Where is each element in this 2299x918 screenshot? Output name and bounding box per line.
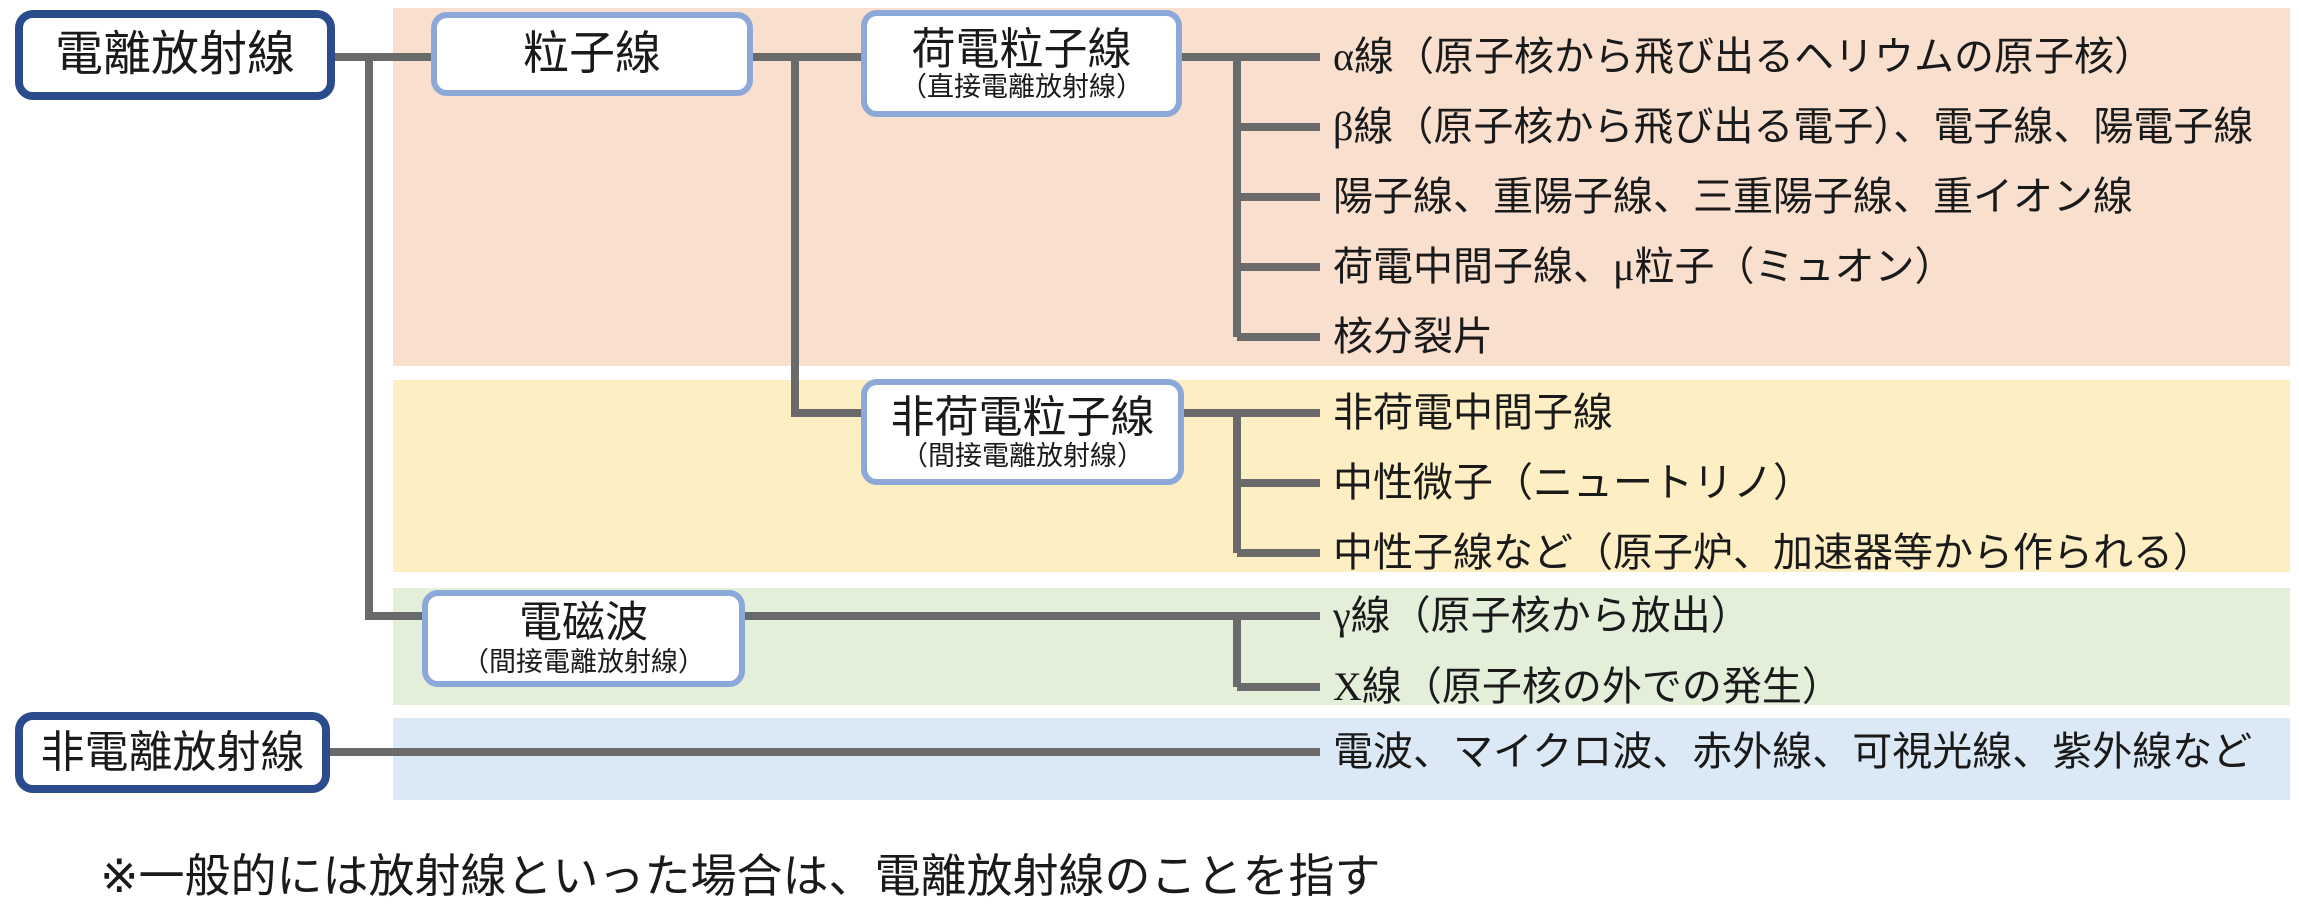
node-charged-particle-rays-sublabel: （直接電離放射線） bbox=[900, 72, 1143, 103]
node-electromagnetic-waves-label: 電磁波 bbox=[519, 600, 648, 648]
node-ionizing-radiation-label: 電離放射線 bbox=[54, 28, 295, 82]
node-uncharged-particle-rays: 非荷電粒子線 （間接電離放射線） bbox=[861, 379, 1184, 485]
node-charged-particle-rays: 荷電粒子線 （直接電離放射線） bbox=[861, 10, 1182, 117]
node-charged-particle-rays-label: 荷電粒子線 bbox=[911, 24, 1132, 74]
band-uncharged-particle-rays bbox=[393, 380, 2290, 572]
leaf-gamma-rays: γ線（原子核から放出） bbox=[1333, 593, 1751, 638]
leaf-x-rays: X線（原子核の外での発生） bbox=[1333, 664, 1842, 709]
leaf-radio-waves: 電波、マイクロ波、赤外線、可視光線、紫外線など bbox=[1333, 729, 2253, 774]
leaf-uncharged-meson: 非荷電中間子線 bbox=[1333, 390, 1613, 435]
node-particle-rays-label: 粒子線 bbox=[523, 28, 661, 80]
leaf-charged-meson-muon: 荷電中間子線、μ粒子（ミュオン） bbox=[1333, 244, 1955, 289]
node-uncharged-particle-rays-sublabel: （間接電離放射線） bbox=[901, 440, 1144, 471]
leaf-beta-rays: β線（原子核から飛び出る電子）、電子線、陽電子線 bbox=[1333, 104, 2254, 149]
node-ionizing-radiation: 電離放射線 bbox=[15, 10, 335, 100]
leaf-proton-heavy-ion: 陽子線、重陽子線、三重陽子線、重イオン線 bbox=[1333, 174, 2133, 219]
node-electromagnetic-waves-sublabel: （間接電離放射線） bbox=[462, 646, 705, 677]
leaf-neutrino: 中性微子（ニュートリノ） bbox=[1333, 460, 1813, 505]
node-non-ionizing-radiation-label: 非電離放射線 bbox=[40, 727, 305, 777]
leaf-fission-fragments: 核分裂片 bbox=[1333, 314, 1493, 359]
leaf-neutron-rays: 中性子線など（原子炉、加速器等から作られる） bbox=[1333, 530, 2213, 575]
footnote: ※一般的には放射線といった場合は、電離放射線のことを指す bbox=[100, 850, 1381, 902]
leaf-alpha-rays: α線（原子核から飛び出るヘリウムの原子核） bbox=[1333, 34, 2154, 79]
node-non-ionizing-radiation: 非電離放射線 bbox=[15, 712, 330, 793]
node-particle-rays: 粒子線 bbox=[431, 12, 753, 96]
node-uncharged-particle-rays-label: 非荷電粒子線 bbox=[890, 393, 1155, 443]
node-electromagnetic-waves: 電磁波 （間接電離放射線） bbox=[422, 590, 745, 687]
band-non-ionizing-radiation bbox=[393, 718, 2290, 800]
